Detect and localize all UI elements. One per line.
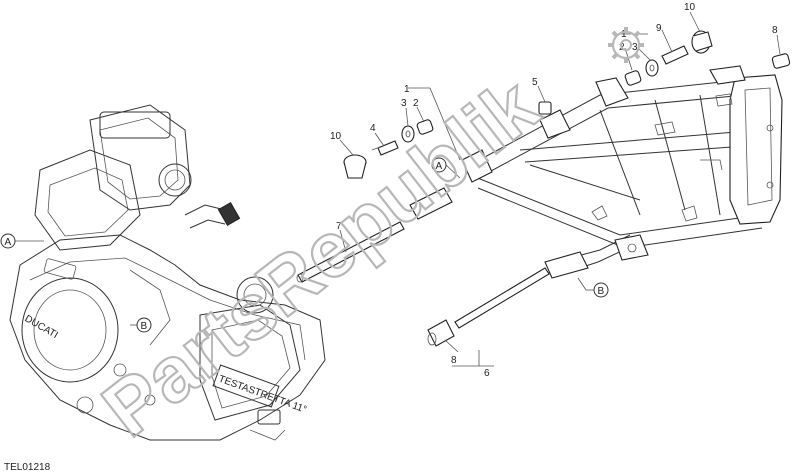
callout-10-left: 10: [330, 131, 342, 142]
loose-parts: [296, 30, 791, 347]
ref-label-a-left: A: [5, 237, 12, 248]
trellis-frame: [461, 65, 783, 279]
leader-lines: [15, 11, 781, 367]
callout-5: 5: [532, 77, 538, 88]
callout-1: 1: [404, 84, 410, 95]
watermark: PartsRepublik: [85, 27, 644, 454]
callout-2: 2: [413, 98, 419, 109]
callout-6: 6: [484, 368, 490, 379]
ref-marker-a-mid: [431, 157, 447, 173]
ref-label-b-right: B: [598, 286, 605, 297]
watermark-text: PartsRepublik: [86, 61, 554, 454]
callout-1-top: 1: [621, 29, 627, 40]
drawing-code: TEL01218: [4, 462, 51, 473]
reference-markers: A A B B: [0, 157, 609, 333]
callout-8-top: 8: [772, 25, 778, 36]
callout-10-top: 10: [684, 2, 696, 13]
ref-label-a-mid: A: [436, 161, 443, 172]
callout-7: 7: [336, 221, 342, 232]
ref-marker-a-left: [0, 233, 16, 249]
ref-label-b-left: B: [141, 321, 148, 332]
callout-3: 3: [401, 98, 407, 109]
callout-4: 4: [370, 123, 376, 134]
ref-marker-b-left: [136, 317, 152, 333]
engine-brand-label: DUCATI: [23, 313, 60, 341]
callout-9: 9: [656, 23, 662, 34]
gear-icon: [608, 27, 644, 63]
callout-8-lower: 8: [451, 355, 457, 366]
callout-3-top: 3: [632, 42, 638, 53]
